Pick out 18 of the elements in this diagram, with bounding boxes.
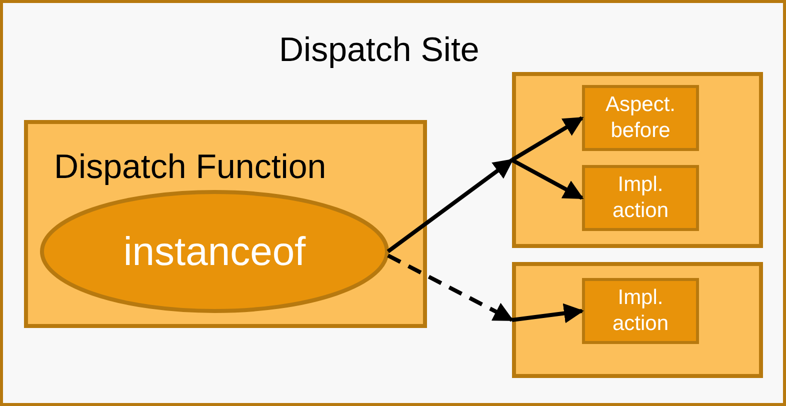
- node-label: Impl. action: [611, 172, 670, 224]
- group-box: [512, 262, 763, 378]
- arrow: [512, 303, 584, 324]
- node-label: Dispatch Function: [54, 147, 326, 188]
- group-box: [512, 72, 763, 248]
- node-label: Aspect. before: [604, 92, 677, 144]
- function-box: [24, 120, 427, 328]
- title-label: Dispatch Site: [279, 30, 480, 71]
- arrow: [386, 158, 514, 254]
- arrow: [510, 116, 584, 162]
- step-box: [582, 165, 699, 231]
- oval-node: [40, 190, 389, 313]
- step-box: [582, 85, 699, 151]
- node-label: Impl. action: [611, 285, 670, 337]
- step-box: [582, 278, 699, 344]
- node-label: instanceof: [123, 228, 306, 276]
- arrow: [511, 158, 584, 200]
- arrow: [387, 254, 514, 322]
